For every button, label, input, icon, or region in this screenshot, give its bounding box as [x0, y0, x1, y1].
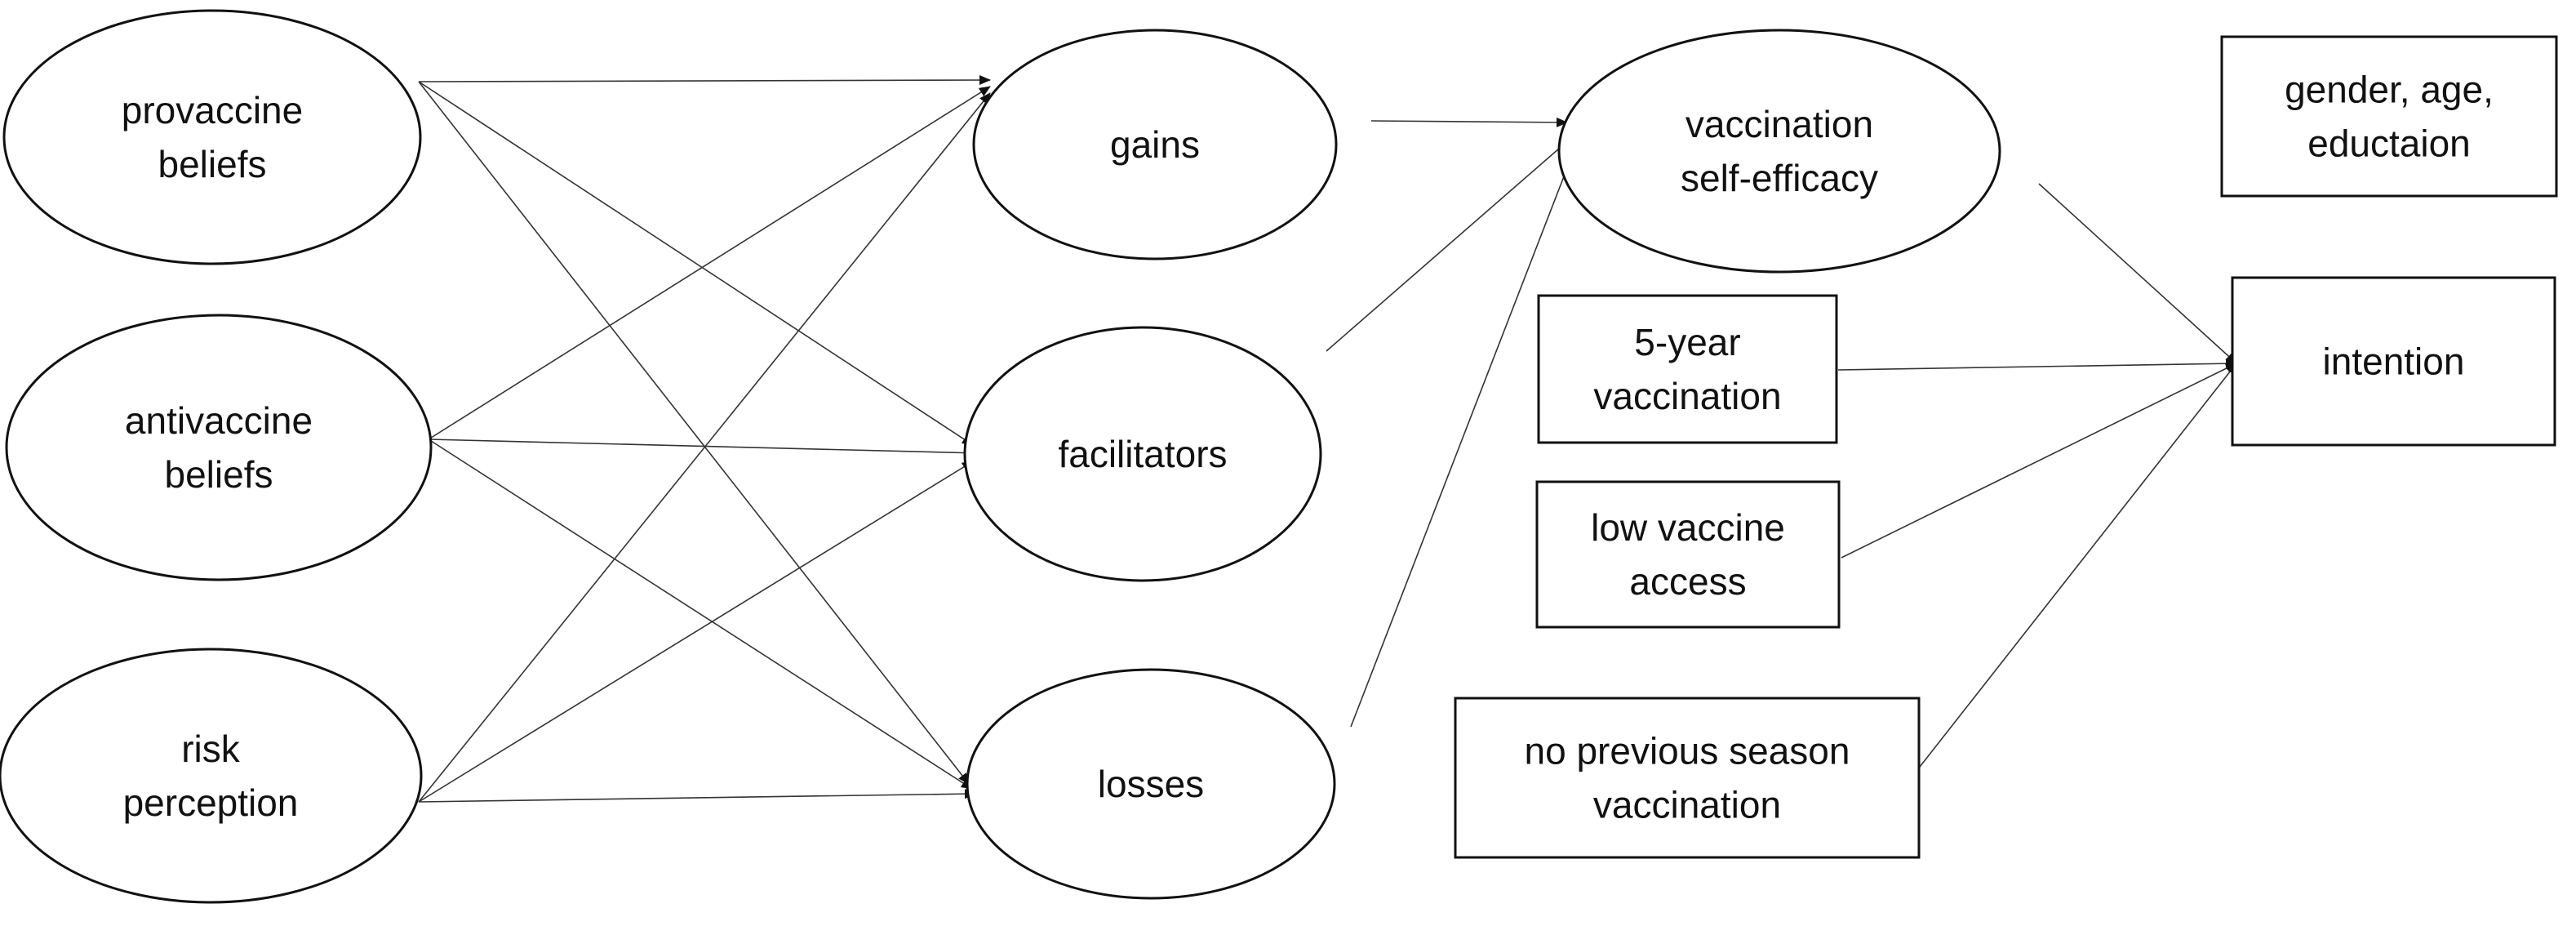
node-intention: intention [2231, 276, 2556, 447]
edge-risk-to-losses [418, 789, 976, 803]
node-label-gains-line-1: gains [1110, 123, 1200, 166]
node-lowaccess: low vaccine access [1535, 480, 1841, 629]
node-ellipse-risk [0, 648, 423, 904]
edge-risk-to-gains [418, 92, 991, 803]
node-label-risk-line-1: risk [181, 728, 241, 770]
node-risk: risk perception [0, 648, 423, 904]
edge-selfefficacy-to-intention [2038, 183, 2237, 364]
node-covariates: gender, age, eductaion [2220, 35, 2558, 198]
node-label-covariates-line-1: gender, age, [2285, 69, 2494, 111]
nodes-layer: provaccine beliefs antivaccine beliefs risk p… [0, 9, 2558, 904]
node-box-fiveyear [1537, 294, 1838, 444]
edge-fiveyear-to-intention [1837, 358, 2237, 371]
edge-provaccine-to-facilitators [418, 81, 974, 446]
edge-provaccine-to-gains [418, 75, 991, 86]
edge-gains-to-selfefficacy [1370, 117, 1568, 127]
node-label-lowaccess-line-1: low vaccine [1591, 506, 1785, 549]
node-noprevious: no previous season vaccination [1454, 697, 1921, 859]
node-ellipse-provaccine [2, 9, 422, 265]
edge-provaccine-to-losses [418, 81, 970, 785]
node-label-losses-line-1: losses [1098, 763, 1204, 805]
node-box-lowaccess [1535, 480, 1841, 629]
edge-losses-to-selfefficacy [1350, 146, 1576, 728]
node-ellipse-gains [972, 29, 1338, 260]
edge-facilitators-to-selfefficacy [1326, 136, 1573, 352]
node-ellipse-losses [966, 668, 1336, 900]
edge-lowaccess-to-intention [1841, 363, 2237, 559]
node-label-fiveyear-line-2: vaccination [1593, 375, 1781, 417]
node-label-risk-line-2: perception [123, 781, 299, 824]
node-provaccine: provaccine beliefs [2, 9, 422, 265]
node-antivaccine: antivaccine beliefs [5, 314, 433, 581]
node-label-noprevious-line-1: no previous season [1525, 730, 1850, 772]
node-box-intention [2231, 276, 2556, 447]
node-label-facilitators-line-1: facilitators [1058, 433, 1227, 475]
node-label-antivaccine-line-2: beliefs [165, 453, 273, 496]
node-ellipse-antivaccine [5, 314, 433, 581]
node-label-fiveyear-line-1: 5-year [1634, 321, 1740, 363]
edge-risk-to-facilitators [418, 461, 974, 803]
node-ellipse-facilitators [963, 326, 1322, 582]
node-facilitators: facilitators [963, 326, 1322, 582]
node-box-covariates [2220, 35, 2558, 198]
edges-layer [418, 75, 2237, 803]
node-label-provaccine-line-1: provaccine [122, 89, 303, 131]
edge-antivaccine-to-gains [428, 86, 991, 440]
node-label-intention-line-1: intention [2323, 341, 2465, 383]
node-losses: losses [966, 668, 1336, 900]
node-label-selfefficacy-line-1: vaccination [1686, 103, 1873, 145]
node-selfefficacy: vaccination self-efficacy [1557, 29, 2001, 274]
node-fiveyear: 5-year vaccination [1537, 294, 1838, 444]
node-label-selfefficacy-line-2: self-efficacy [1681, 157, 1878, 199]
edge-antivaccine-to-losses [428, 439, 973, 790]
node-label-covariates-line-2: eductaion [2307, 122, 2471, 165]
node-label-provaccine-line-2: beliefs [158, 143, 267, 185]
node-ellipse-selfefficacy [1557, 29, 2001, 274]
node-gains: gains [972, 29, 1338, 260]
node-label-antivaccine-line-1: antivaccine [125, 399, 313, 442]
node-box-noprevious [1454, 697, 1921, 859]
edge-noprevious-to-intention [1913, 363, 2237, 775]
node-label-lowaccess-line-2: access [1629, 560, 1746, 603]
node-label-noprevious-line-2: vaccination [1593, 784, 1781, 826]
edge-antivaccine-to-facilitators [428, 439, 980, 458]
